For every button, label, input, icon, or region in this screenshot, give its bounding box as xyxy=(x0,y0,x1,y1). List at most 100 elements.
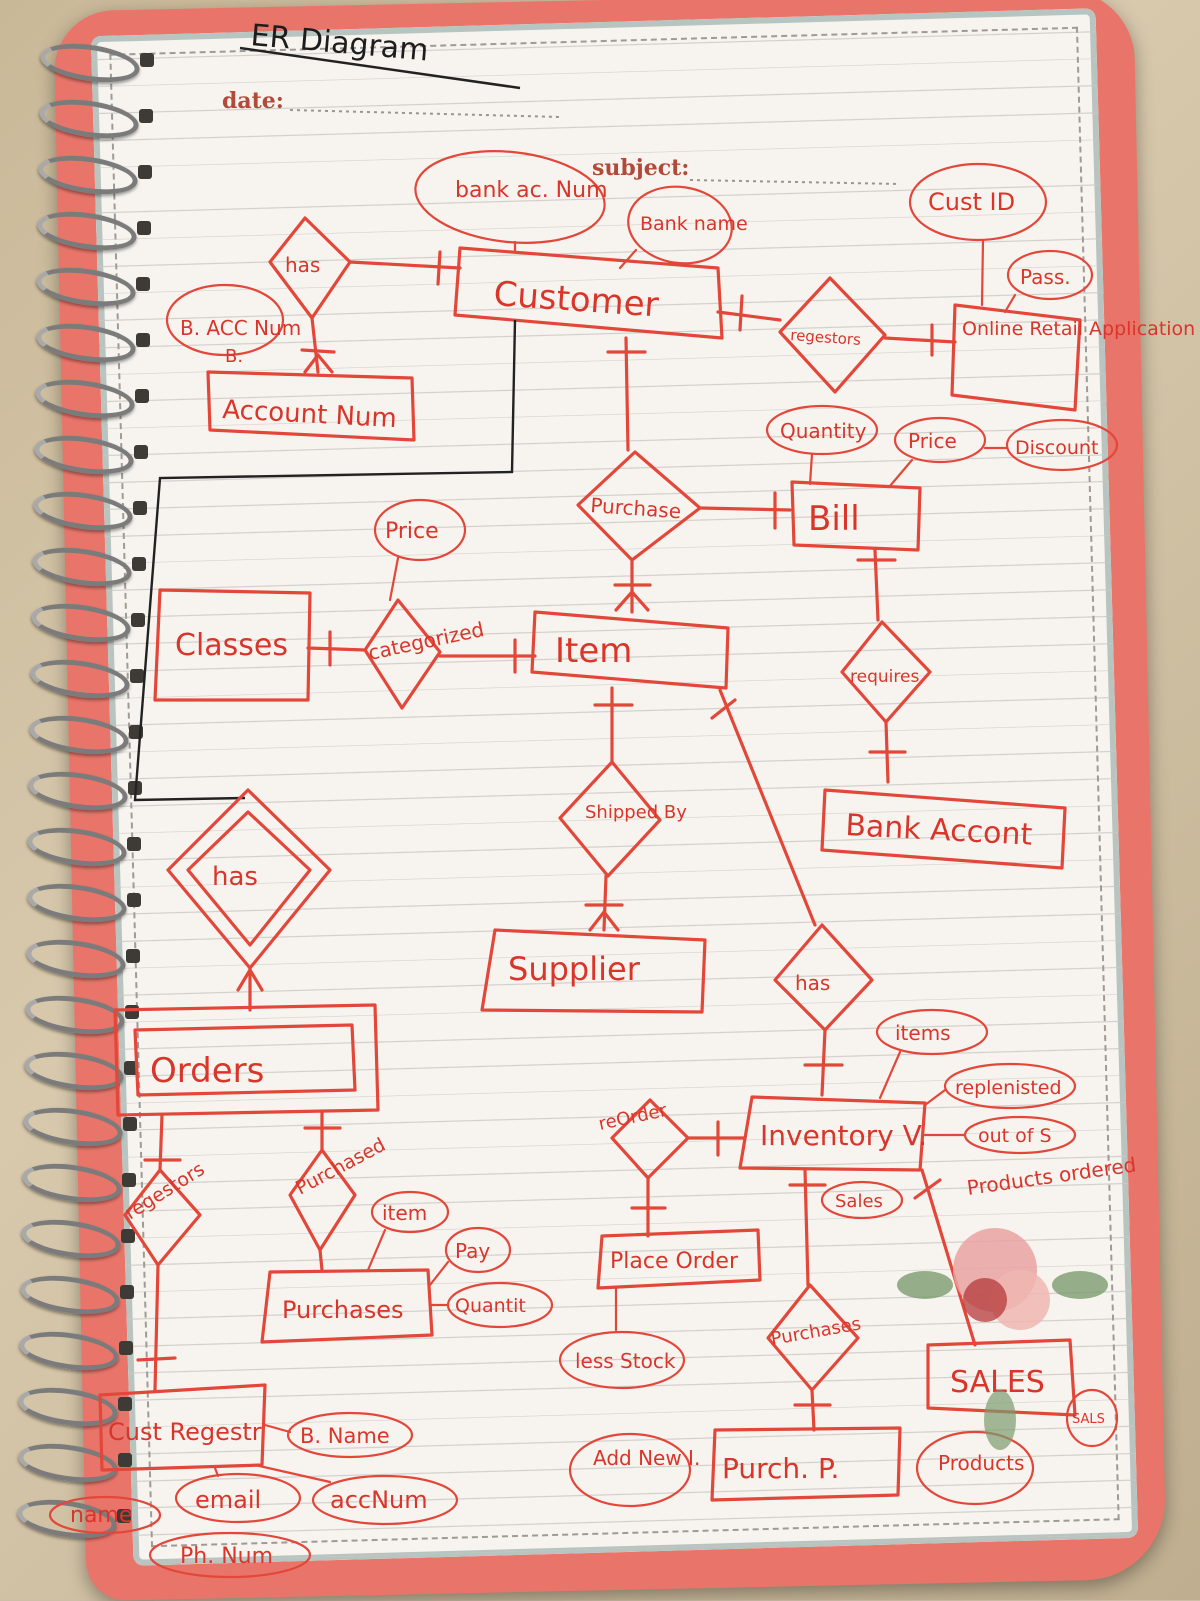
attr-pay: Pay xyxy=(428,1226,512,1287)
binding-hole xyxy=(134,389,149,403)
binding-hole xyxy=(138,165,153,179)
attr-items: items xyxy=(875,1008,989,1100)
entity-supplier: Supplier xyxy=(480,928,707,1014)
binding-hole xyxy=(120,1285,135,1299)
entity-customer: Customer xyxy=(453,246,724,340)
rel-shipped-by: Shipped By xyxy=(558,760,687,878)
svg-text:Orders: Orders xyxy=(150,1051,264,1091)
svg-text:has: has xyxy=(285,253,320,277)
attr-acc-num: accNum xyxy=(253,1463,459,1526)
svg-text:item: item xyxy=(382,1201,427,1225)
binding-hole xyxy=(118,1397,133,1411)
entity-classes: Classes xyxy=(153,588,312,702)
svg-text:replenisted: replenisted xyxy=(955,1077,1062,1099)
svg-text:accNum: accNum xyxy=(330,1486,428,1514)
binding-hole xyxy=(127,837,142,851)
entity-cust-registr: Cust Regestr xyxy=(98,1383,267,1472)
binding-hole xyxy=(122,1173,136,1187)
page-title: ER Diagram xyxy=(249,18,430,68)
attr-sales: Sales xyxy=(820,1180,904,1220)
binding-hole xyxy=(133,445,148,459)
svg-text:bank ac. Num: bank ac. Num xyxy=(455,178,608,203)
rel-categorized: categorized xyxy=(306,598,537,710)
entity-inventory: Inventory V. xyxy=(738,1095,927,1172)
binding-hole xyxy=(135,333,150,347)
rel-purchase: Purchase xyxy=(576,450,792,614)
svg-text:Purchased: Purchased xyxy=(292,1134,389,1200)
attr-item: item xyxy=(366,1190,450,1272)
binding-hole xyxy=(131,557,146,571)
svg-text:Purchase: Purchase xyxy=(590,493,682,523)
svg-text:less Stock: less Stock xyxy=(575,1349,676,1373)
binding-hole xyxy=(117,1453,132,1467)
svg-text:Place Order: Place Order xyxy=(610,1249,739,1274)
svg-text:Item: Item xyxy=(555,631,632,671)
binding-hole xyxy=(131,613,145,627)
attr-ph-num: Ph. Num xyxy=(148,1531,312,1579)
date-label: date: xyxy=(222,88,284,114)
svg-text:Pay: Pay xyxy=(455,1239,490,1263)
svg-text:Purchases: Purchases xyxy=(282,1296,404,1324)
svg-text:categorized: categorized xyxy=(366,617,486,665)
svg-text:regestors: regestors xyxy=(790,326,862,349)
svg-text:out of S: out of S xyxy=(978,1125,1052,1147)
svg-text:Products ordered: Products ordered xyxy=(965,1152,1137,1200)
attr-less-stock: less Stock xyxy=(558,1330,686,1390)
svg-text:email: email xyxy=(195,1486,261,1514)
attr-price-bill: Price xyxy=(888,416,987,488)
svg-text:Online Retail Application: Online Retail Application xyxy=(962,318,1195,340)
entity-purchases: Purchases xyxy=(260,1268,434,1344)
attr-replenished: replenisted xyxy=(923,1062,1077,1110)
svg-text:has: has xyxy=(795,971,830,995)
svg-text:Quantity: Quantity xyxy=(780,419,867,443)
attr-quantity: Quantity xyxy=(765,404,879,486)
binding-hole xyxy=(137,221,152,235)
binding-hole xyxy=(125,949,140,963)
attr-pass: Pass. xyxy=(1003,249,1094,314)
binding-hole xyxy=(126,893,141,907)
svg-text:Bill: Bill xyxy=(808,499,860,539)
entity-place-order: Place Order xyxy=(596,1228,762,1290)
entity-online-retail-application: Online Retail Application xyxy=(950,303,1195,412)
svg-text:Ph. Num: Ph. Num xyxy=(180,1544,273,1569)
attr-add-new: Add New I. xyxy=(568,1432,700,1508)
entity-orders: Orders xyxy=(113,1003,380,1117)
binding-hole xyxy=(123,1061,138,1075)
rel-requires: requires xyxy=(840,620,932,724)
svg-text:Bank Accont: Bank Accont xyxy=(845,808,1034,853)
svg-text:Bank name: Bank name xyxy=(640,213,748,235)
rel-has-top: has xyxy=(268,216,462,374)
entity-account-num: B. Account Num xyxy=(206,346,416,442)
rel-registers: regestors xyxy=(716,276,957,394)
attr-bank-name: Bank name xyxy=(618,185,748,270)
svg-text:Purch. P.: Purch. P. xyxy=(722,1452,839,1485)
attr-cust-id: Cust ID xyxy=(908,162,1048,307)
attr-price-item: Price xyxy=(373,498,467,602)
svg-text:regestors: regestors xyxy=(121,1158,209,1224)
entity-customer-label: Customer xyxy=(492,274,660,325)
svg-text:name: name xyxy=(70,1503,132,1528)
connector-black-line xyxy=(133,319,517,802)
svg-text:Inventory V.: Inventory V. xyxy=(760,1119,927,1152)
svg-text:Price: Price xyxy=(385,519,439,544)
binding-hole xyxy=(136,277,151,291)
attr-email: email xyxy=(174,1466,302,1524)
attr-b-name: B. Name xyxy=(263,1411,414,1459)
flower-decoration xyxy=(897,1228,1108,1450)
attr-products: Products xyxy=(915,1430,1035,1506)
svg-text:B.: B. xyxy=(225,346,243,367)
svg-text:Sales: Sales xyxy=(835,1191,883,1212)
svg-text:B. Name: B. Name xyxy=(300,1424,390,1448)
entity-bill: Bill xyxy=(790,480,922,552)
svg-text:Classes: Classes xyxy=(175,628,288,663)
attr-out-of-s: out of S xyxy=(923,1115,1077,1155)
rel-has-weak: has xyxy=(166,788,332,970)
svg-text:has: has xyxy=(212,862,258,892)
svg-text:B. ACC Num: B. ACC Num xyxy=(180,316,301,340)
entity-bank-account: Bank Accont xyxy=(820,788,1067,870)
binding-hole xyxy=(139,109,154,123)
binding-hole xyxy=(119,1341,134,1355)
svg-text:Account Num: Account Num xyxy=(222,395,398,434)
binding-hole xyxy=(132,501,147,515)
